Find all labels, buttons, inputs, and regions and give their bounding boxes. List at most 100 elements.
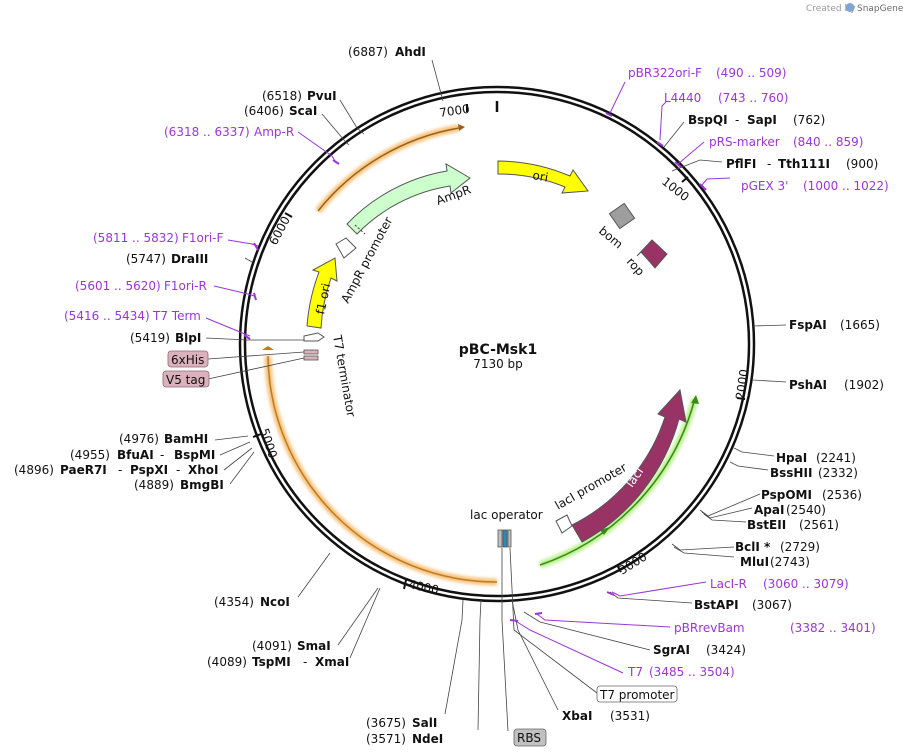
- enzyme-hpai[interactable]: HpaI: [776, 451, 807, 465]
- primer-f1ori-f-range: (5811 .. 5832): [93, 231, 179, 245]
- leader-laci-r: [611, 581, 707, 597]
- enzyme-bcli[interactable]: BclI *: [735, 540, 771, 554]
- feature-ori: [497, 160, 589, 194]
- primer-amp-r[interactable]: Amp-R: [254, 125, 294, 139]
- primer-pbr322ori-f[interactable]: pBR322ori-F: [628, 66, 702, 80]
- primer-f1ori-r-range: (5601 .. 5620): [75, 279, 161, 293]
- enzyme-tspmi-pos: (4089): [207, 655, 247, 669]
- enzyme-bamhi[interactable]: BamHI: [164, 432, 208, 446]
- enzyme-bsteii[interactable]: BstEII: [747, 518, 786, 532]
- enzyme-tspmi[interactable]: TspMI: [252, 655, 291, 669]
- primer-laci-r-range: (3060 .. 3079): [763, 577, 849, 591]
- primer-t7[interactable]: T7: [627, 665, 643, 679]
- enzyme-apai-pos: (2540): [786, 503, 826, 517]
- enzyme-fspai-pos: (1665): [840, 318, 880, 332]
- enzyme-paer7i[interactable]: PaeR7I: [60, 463, 107, 477]
- tick-label-7000: 7000: [438, 102, 470, 120]
- enzyme-blpi[interactable]: BlpI: [175, 331, 201, 345]
- enzyme-sali[interactable]: SalI: [412, 716, 437, 730]
- enzyme-hpai-pos: (2241): [816, 451, 856, 465]
- leader-bspqi: [663, 121, 685, 148]
- enzyme-xhoi[interactable]: XhoI: [188, 463, 219, 477]
- primer-pgex3-mark: [699, 183, 707, 191]
- tag-6xhis-label: 6xHis: [171, 353, 204, 367]
- enzyme-blpi-pos: (5419): [130, 331, 170, 345]
- feature-f1-ori: [306, 257, 338, 329]
- enzyme-pshai-pos: (1902): [844, 378, 884, 392]
- enzyme-ncoi-pos: (4354): [214, 595, 254, 609]
- feature-t7-promoter-box[interactable]: [596, 685, 678, 703]
- enzyme-apai[interactable]: ApaI: [754, 503, 784, 517]
- enzyme-ncoi[interactable]: NcoI: [260, 595, 290, 609]
- snapgene-logo-icon: [845, 3, 855, 12]
- enzyme-pshai[interactable]: PshAI: [789, 378, 827, 392]
- enzyme-scai[interactable]: ScaI: [289, 104, 317, 118]
- primer-l4440[interactable]: L4440: [664, 91, 701, 105]
- enzyme-bsteii-pos: (2561): [799, 518, 839, 532]
- enzyme-bfuai[interactable]: BfuAI: [117, 448, 154, 462]
- enzyme-draiii[interactable]: DraIII: [171, 252, 208, 266]
- enzyme-pspxi[interactable]: PspXI: [130, 463, 168, 477]
- enzyme-xbai[interactable]: XbaI: [562, 709, 592, 723]
- enzyme-tth111i[interactable]: Tth111I: [778, 157, 830, 171]
- leader-xbai: [511, 599, 559, 711]
- primer-f1ori-f[interactable]: F1ori-F: [182, 231, 223, 245]
- enzyme-pspomi[interactable]: PspOMI: [761, 488, 812, 502]
- enzyme-mlui[interactable]: MluI: [740, 555, 769, 569]
- enzyme-sgrai[interactable]: SgrAI: [653, 643, 690, 657]
- leader-v5tag: [207, 357, 305, 380]
- enzyme-smai[interactable]: SmaI: [297, 639, 331, 653]
- primer-t7-range: (3485 .. 3504): [649, 665, 735, 679]
- enzyme-bstapi[interactable]: BstAPI: [694, 598, 739, 612]
- primer-f1ori-f-mark: [253, 242, 259, 251]
- leader-t7-term: [205, 317, 251, 337]
- feature-lac-operator-label: lac operator: [470, 508, 543, 522]
- enzyme-sapi[interactable]: SapI: [747, 113, 777, 127]
- primer-f1ori-r[interactable]: F1ori-R: [164, 279, 207, 293]
- enzyme-xmai[interactable]: XmaI: [315, 655, 349, 669]
- primer-t7-mark: [509, 619, 519, 622]
- orf-arrow-mid: [600, 527, 610, 535]
- enzyme-bmgbi[interactable]: BmgBI: [180, 478, 224, 492]
- orf-arrowhead-top: [458, 124, 465, 131]
- enzyme-ndei-pos: (3571): [366, 732, 406, 746]
- enzyme-pvui[interactable]: PvuI: [307, 89, 337, 103]
- leader-f1ori-r: [213, 285, 255, 297]
- enzyme-smai-pos: (4091): [252, 639, 292, 653]
- tag-v5-box[interactable]: [162, 370, 210, 388]
- feature-rop-label: rop: [624, 255, 648, 279]
- backbone-outer-strand: [238, 85, 756, 603]
- tag-6xhis-box[interactable]: [167, 350, 209, 368]
- enzyme-paer7i-dash: -: [118, 463, 122, 477]
- primer-t7-term[interactable]: T7 Term: [152, 309, 201, 323]
- primer-pgex3[interactable]: pGEX 3': [741, 179, 788, 193]
- primer-pbr322ori-f-range: (490 .. 509): [716, 66, 786, 80]
- enzyme-ahdi[interactable]: AhdI: [395, 45, 426, 59]
- enzyme-pflfi-dash: -: [767, 157, 771, 171]
- tick-label-6000: 6000: [266, 214, 293, 248]
- tag-v5-label: V5 tag: [166, 373, 205, 387]
- enzyme-fspai[interactable]: FspAI: [789, 318, 827, 332]
- enzyme-bsshii[interactable]: BssHII: [770, 466, 812, 480]
- primer-laci-r[interactable]: LacI-R: [710, 577, 747, 591]
- feature-bom: [608, 202, 636, 230]
- primer-prs-marker[interactable]: pRS-marker: [709, 135, 780, 149]
- leader-pbr322ori-f: [609, 81, 626, 114]
- feature-rbs-box[interactable]: [513, 728, 547, 747]
- leader-smai: [337, 587, 379, 646]
- enzyme-bspqi[interactable]: BspQI: [688, 113, 728, 127]
- leader-rbs: [501, 548, 509, 732]
- enzyme-bspmi[interactable]: BspMI: [174, 448, 215, 462]
- enzyme-draiii-pos: (5747): [126, 252, 166, 266]
- primer-pbrrevbam[interactable]: pBRrevBam: [674, 621, 745, 635]
- primer-l4440-mark: [656, 141, 664, 147]
- enzyme-pflfi[interactable]: PflFI: [726, 157, 756, 171]
- feature-ampr: [346, 163, 471, 235]
- leader-bamhi: [214, 435, 249, 441]
- leader-sali: [444, 599, 464, 715]
- feature-lac-operator-b: [502, 529, 508, 548]
- enzyme-scai-pos: (6406): [244, 104, 284, 118]
- leader-t7: [513, 619, 624, 674]
- leader-scai: [321, 113, 350, 146]
- enzyme-ndei[interactable]: NdeI: [412, 732, 443, 746]
